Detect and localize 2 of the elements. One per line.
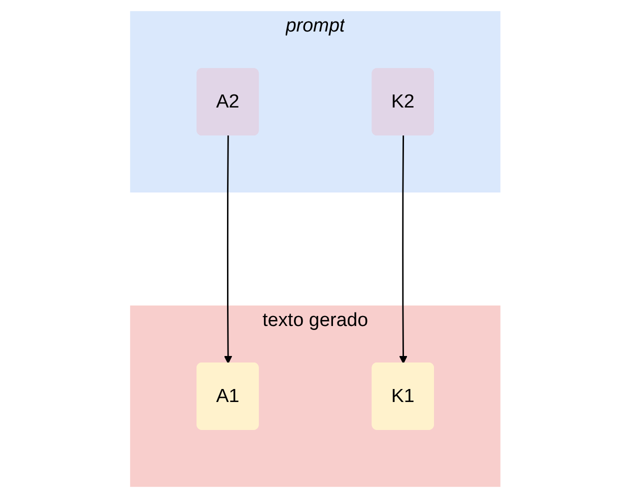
arrow <box>398 135 408 364</box>
arrow <box>224 135 232 364</box>
